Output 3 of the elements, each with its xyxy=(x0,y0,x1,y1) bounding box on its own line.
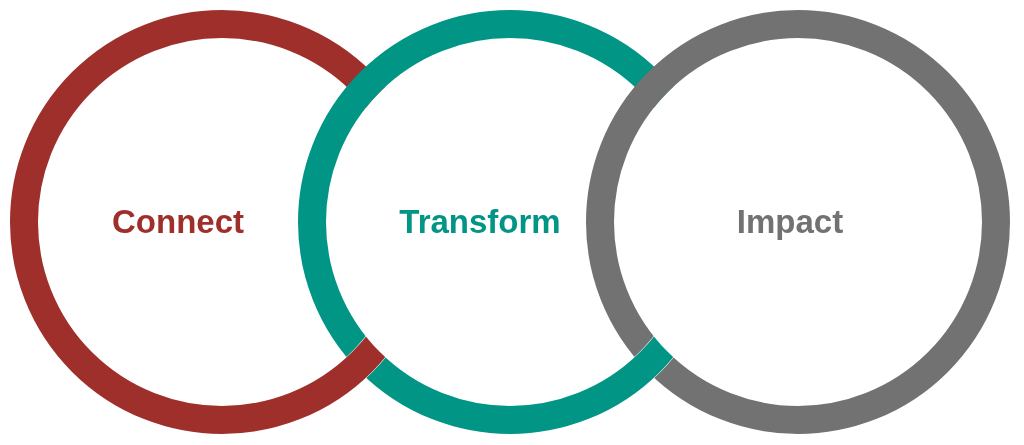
ring-label: Connect xyxy=(112,203,244,241)
ring-label: Impact xyxy=(736,203,844,241)
ring-label: Transform xyxy=(399,203,561,241)
